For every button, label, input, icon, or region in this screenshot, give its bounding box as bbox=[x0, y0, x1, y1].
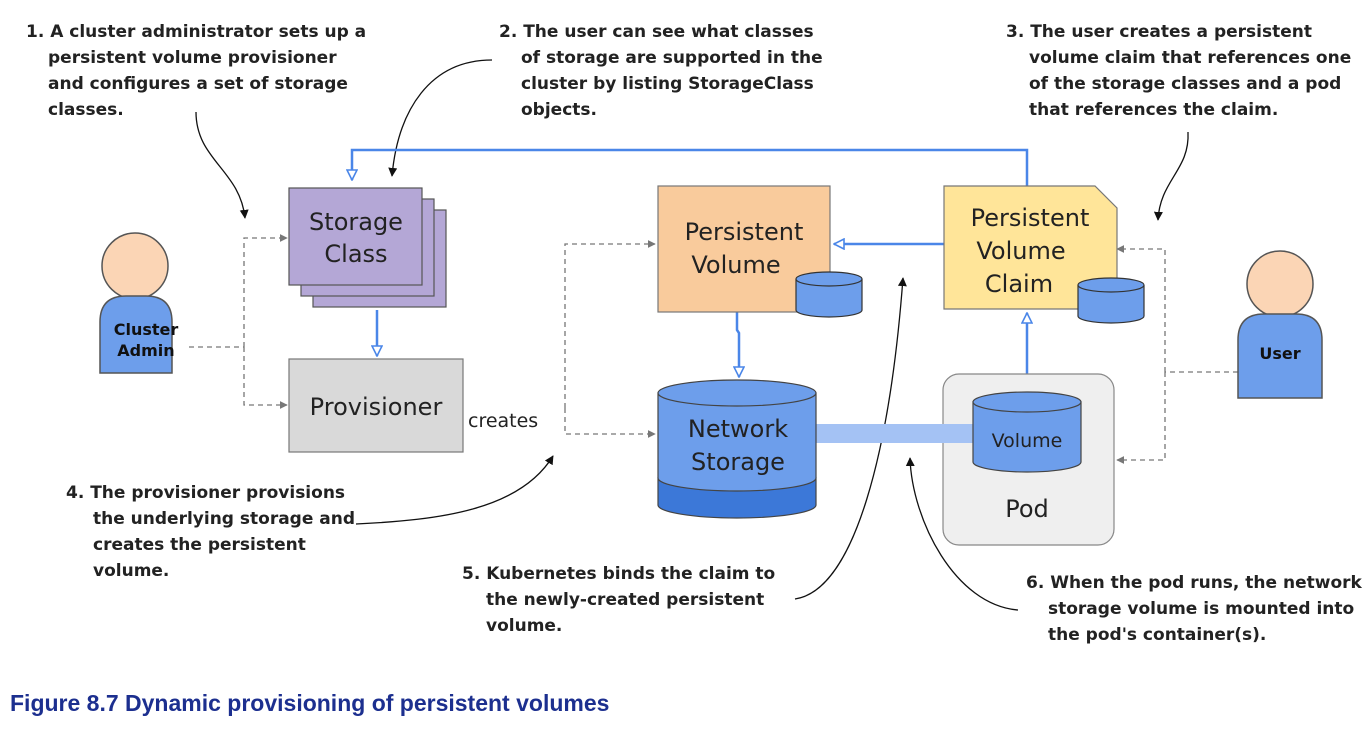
note-2: 2. The user can see what classes of stor… bbox=[499, 22, 823, 120]
cluster-admin-body-icon bbox=[99, 295, 173, 374]
creates-to-storage-dash bbox=[564, 408, 656, 438]
cluster-admin-head-icon bbox=[101, 232, 169, 300]
user-to-claim-dash bbox=[1116, 245, 1166, 372]
note-4-arrow bbox=[355, 455, 554, 525]
claim-to-storage-class-arrow bbox=[352, 148, 1029, 186]
persistent-volume-label-1: Persistent bbox=[685, 218, 804, 246]
note-3-arrow bbox=[1153, 131, 1189, 221]
user-head-icon bbox=[1246, 250, 1314, 318]
network-storage-label-2: Storage bbox=[691, 448, 785, 476]
cluster-admin-actor: Cluster Admin bbox=[99, 232, 179, 374]
persistent-volume-claim-box: Persistent Volume Claim bbox=[943, 185, 1145, 324]
persistent-volume-label-2: Volume bbox=[691, 251, 780, 279]
note-6-arrow bbox=[905, 457, 1019, 611]
claim-shape bbox=[943, 185, 1118, 310]
storage-class-layer-front bbox=[288, 187, 423, 286]
note-6: 6. When the pod runs, the network storag… bbox=[1026, 573, 1363, 645]
cluster-admin-label-1: Cluster bbox=[114, 320, 179, 339]
note-5: 5. Kubernetes binds the claim to the new… bbox=[462, 564, 775, 636]
storage-class-label-1: Storage bbox=[309, 208, 403, 236]
note-1-line-1: 1. A cluster administrator sets up a bbox=[26, 22, 366, 42]
note-1: 1. A cluster administrator sets up a per… bbox=[26, 22, 366, 120]
network-storage-label-1: Network bbox=[688, 415, 788, 443]
claim-label-1: Persistent bbox=[971, 204, 1090, 232]
note-5-arrow bbox=[794, 277, 907, 600]
note-4-line-3: creates the persistent bbox=[93, 535, 306, 555]
note-6-line-2: storage volume is mounted into bbox=[1048, 599, 1354, 619]
admin-to-storage-class-dash bbox=[243, 234, 288, 347]
user-body-icon bbox=[1237, 313, 1323, 399]
note-2-line-4: objects. bbox=[521, 100, 597, 120]
network-storage-body bbox=[657, 392, 817, 492]
provisioner-label: Provisioner bbox=[310, 393, 443, 421]
note-4: 4. The provisioner provisions the underl… bbox=[66, 483, 355, 581]
claim-label-3: Claim bbox=[985, 270, 1053, 298]
note-1-line-3: and configures a set of storage bbox=[48, 74, 348, 94]
note-2-line-3: cluster by listing StorageClass bbox=[521, 74, 814, 94]
note-3-line-1: 3. The user creates a persistent bbox=[1006, 22, 1312, 42]
note-2-line-2: of storage are supported in the bbox=[521, 48, 823, 68]
creates-to-pv-dash bbox=[564, 240, 656, 408]
creates-label: creates bbox=[468, 410, 538, 432]
note-5-line-2: the newly-created persistent bbox=[486, 590, 764, 610]
storage-class-label-2: Class bbox=[324, 240, 387, 268]
note-2-line-1: 2. The user can see what classes bbox=[499, 22, 814, 42]
note-1-arrow bbox=[195, 111, 249, 219]
claim-disk-icon bbox=[1077, 277, 1145, 324]
persistent-volume-box: Persistent Volume bbox=[657, 185, 863, 318]
persistent-volume-disk-icon bbox=[795, 271, 863, 318]
dashed-connectors bbox=[189, 234, 1238, 464]
note-4-line-1: 4. The provisioner provisions bbox=[66, 483, 345, 503]
note-3-line-3: of the storage classes and a pod bbox=[1029, 74, 1341, 94]
note-1-line-2: persistent volume provisioner bbox=[48, 48, 337, 68]
cluster-admin-label-2: Admin bbox=[117, 341, 174, 360]
note-5-line-3: volume. bbox=[486, 616, 562, 636]
claim-label-2: Volume bbox=[976, 237, 1065, 265]
pod-volume-label: Volume bbox=[992, 430, 1063, 452]
note-4-line-4: volume. bbox=[93, 561, 169, 581]
figure-caption: Figure 8.7 Dynamic provisioning of persi… bbox=[10, 690, 609, 716]
note-2-arrow bbox=[388, 59, 493, 177]
network-storage-cylinder: Network Storage bbox=[657, 379, 817, 519]
storage-class-box: Storage Class bbox=[288, 187, 447, 308]
user-actor: User bbox=[1237, 250, 1323, 399]
mount-connector-bar bbox=[816, 424, 976, 443]
provisioner-rect bbox=[288, 358, 464, 453]
note-5-line-1: 5. Kubernetes binds the claim to bbox=[462, 564, 775, 584]
note-6-line-3: the pod's container(s). bbox=[1048, 625, 1266, 645]
pv-to-storage-arrow bbox=[737, 312, 739, 377]
user-to-pod-dash bbox=[1116, 372, 1166, 464]
pod-label: Pod bbox=[1005, 495, 1049, 523]
pod-volume-cylinder: Volume bbox=[972, 391, 1082, 473]
note-3-line-2: volume claim that references one bbox=[1029, 48, 1351, 68]
note-4-line-2: the underlying storage and bbox=[93, 509, 355, 529]
user-label: User bbox=[1259, 344, 1300, 363]
note-3-line-4: that references the claim. bbox=[1029, 100, 1278, 120]
note-6-line-1: 6. When the pod runs, the network bbox=[1026, 573, 1363, 593]
note-3: 3. The user creates a persistent volume … bbox=[1006, 22, 1351, 120]
admin-to-provisioner-dash bbox=[243, 347, 288, 409]
note-1-line-4: classes. bbox=[48, 100, 124, 120]
provisioner-box: Provisioner bbox=[288, 358, 464, 453]
network-storage-top bbox=[657, 379, 817, 407]
